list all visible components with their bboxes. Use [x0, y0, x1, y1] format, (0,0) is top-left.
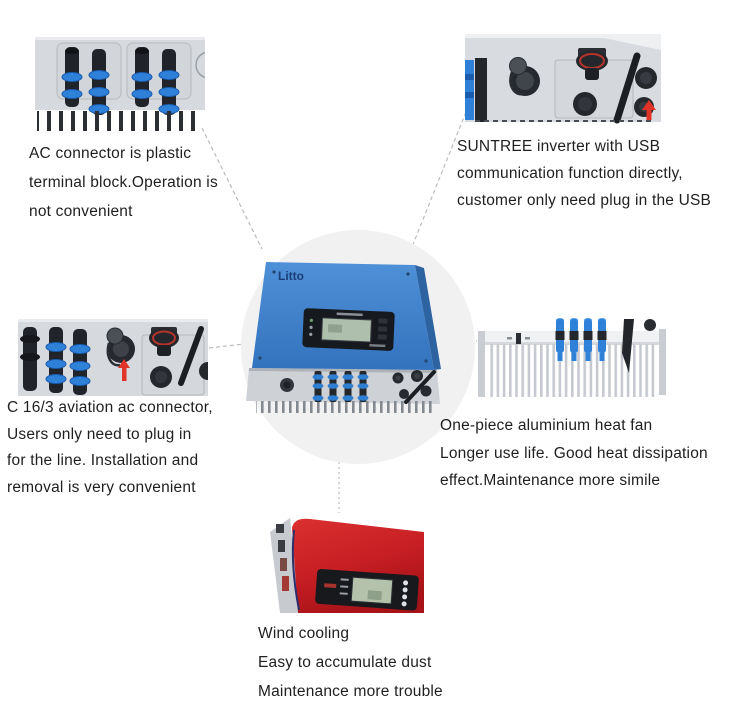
- display-panel: [302, 308, 395, 351]
- lcd-screen: [350, 576, 394, 605]
- red-arrow-icon: [642, 100, 656, 120]
- mc4-connectors: [555, 318, 607, 361]
- pv-connector-edge: [465, 60, 474, 120]
- leader-line-top-left: [201, 127, 263, 250]
- caption-line: effect.Maintenance more simile: [440, 472, 661, 489]
- ac-connector: [576, 48, 608, 80]
- wifi-antenna: [178, 326, 204, 386]
- caption-line: One-piece aluminium heat fan: [440, 417, 653, 434]
- leader-line-middle-left: [208, 343, 245, 349]
- round-connectors: [392, 370, 432, 399]
- caption-line: Maintenance more trouble: [258, 683, 443, 700]
- caption-usb-communication: SUNTREE inverter with USB communication …: [457, 133, 711, 214]
- litto-inverter-photo: Litto: [246, 262, 441, 413]
- caption-heat-sink: One-piece aluminium heat fan Longer use …: [440, 412, 708, 495]
- caption-wind-cooling: Wind cooling Easy to accumulate dust Mai…: [258, 619, 443, 706]
- wind-cooling-inverter-photo: [270, 518, 424, 613]
- caption-line: removal is very convenient: [7, 478, 196, 496]
- screws: [258, 270, 428, 363]
- caption-line: Longer use life. Good heat dissipation: [440, 444, 708, 462]
- caption-line: C 16/3 aviation ac connector,: [7, 399, 213, 416]
- leader-line-top-right: [411, 111, 467, 248]
- pv-connectors: [20, 327, 91, 395]
- caption-line: Easy to accumulate dust: [258, 654, 432, 671]
- ac-connector: [149, 327, 179, 356]
- caption-line: communication function directly,: [457, 165, 683, 182]
- caption-line: customer only need plug in the USB: [457, 192, 712, 209]
- lcd-screen: [321, 317, 372, 343]
- brand-logo: Litto: [278, 269, 304, 283]
- wifi-antenna: [404, 370, 436, 404]
- heatsink-fins: [37, 111, 203, 131]
- caption-line: AC connector is plastic: [29, 145, 192, 162]
- caption-line: for the line. Installation and: [7, 452, 199, 469]
- caption-aviation-connector: C 16/3 aviation ac connector, Users only…: [7, 395, 213, 501]
- aluminium-heat-sink-photo: [478, 318, 666, 397]
- caption-line: SUNTREE inverter with USB: [457, 138, 661, 155]
- wifi-antenna: [622, 319, 634, 373]
- plastic-terminal-block-photo: [35, 37, 205, 131]
- caption-line: Users only need to plug in: [7, 425, 192, 443]
- capped-connector: [509, 57, 540, 96]
- mc4-connectors: [312, 371, 369, 402]
- wifi-antenna: [613, 52, 641, 124]
- inverter-side-face: [415, 265, 441, 370]
- blue-trim-line: [291, 529, 300, 611]
- aviation-ac-connector-photo: [18, 319, 208, 396]
- inverter-heatsink-fins: [256, 401, 432, 413]
- display-panel: [315, 568, 419, 611]
- caption-line: not convenient: [29, 203, 133, 220]
- red-arrow-icon: [118, 359, 130, 381]
- caption-line: Wind cooling: [258, 625, 350, 642]
- caption-line: terminal block.Operation is: [29, 174, 218, 191]
- capped-connector: [106, 327, 135, 367]
- usb-communication-ports-photo: [465, 34, 661, 124]
- caption-plastic-terminal-block: AC connector is plastic terminal block.O…: [29, 139, 218, 226]
